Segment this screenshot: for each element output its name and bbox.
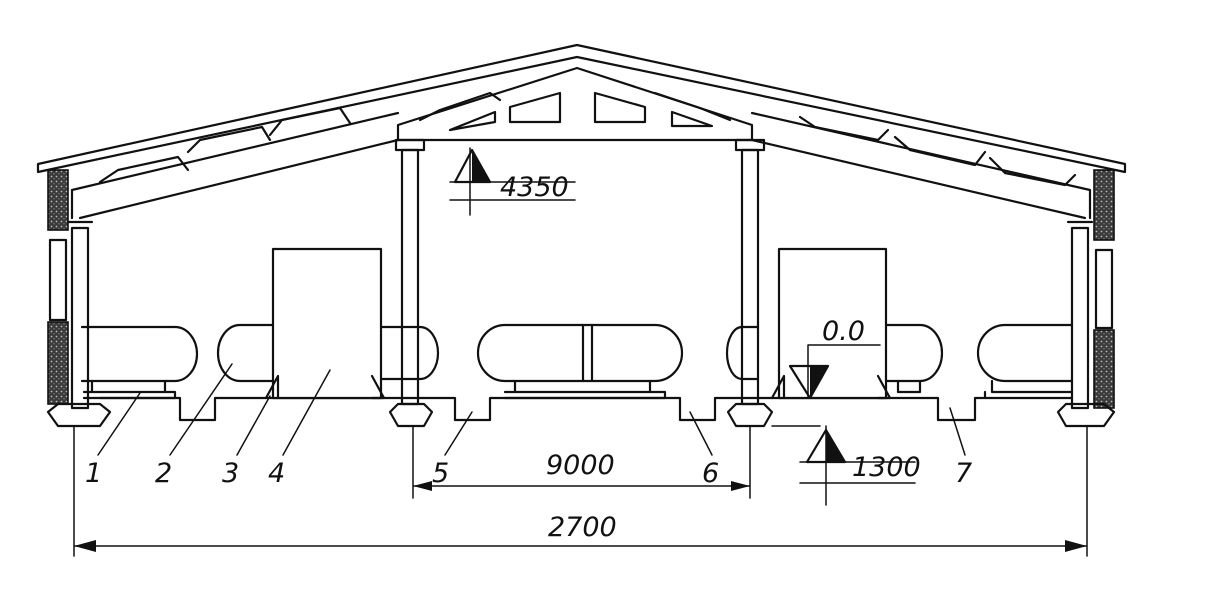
elevation-mark-1300 bbox=[771, 425, 916, 506]
elevation-mark-0 bbox=[788, 344, 881, 400]
tank-center-base bbox=[503, 379, 667, 400]
part-label-3: 3 bbox=[222, 458, 239, 489]
tank-left-end-base bbox=[82, 379, 177, 400]
total-span-label: 2700 bbox=[548, 512, 617, 543]
left-wall bbox=[47, 169, 69, 405]
roof bbox=[36, 43, 1127, 220]
tank-right-end bbox=[976, 323, 1074, 383]
left-outer-rafter bbox=[70, 111, 400, 220]
dimension-bay-span bbox=[412, 425, 751, 499]
right-wall bbox=[1093, 169, 1115, 409]
central-truss bbox=[396, 66, 754, 142]
elevation-label-1300: 1300 bbox=[852, 452, 921, 483]
equipment-blocks bbox=[264, 247, 892, 400]
elevation-mark-4350 bbox=[449, 147, 576, 216]
bay-span-label: 9000 bbox=[546, 450, 615, 481]
part-label-4: 4 bbox=[268, 458, 285, 489]
roof-slab bbox=[36, 43, 1127, 174]
floor bbox=[98, 396, 1074, 422]
part-label-2: 2 bbox=[155, 458, 172, 489]
leader-lines bbox=[97, 363, 966, 456]
part-label-7: 7 bbox=[955, 458, 972, 489]
elevation-label-0: 0.0 bbox=[822, 316, 865, 347]
right-rafter-ribs bbox=[798, 115, 1077, 187]
tank-left-end bbox=[80, 325, 199, 383]
part-label-5: 5 bbox=[432, 458, 449, 489]
tank-6 bbox=[725, 323, 944, 383]
left-rafter-ribs bbox=[98, 106, 352, 184]
part-label-1: 1 bbox=[85, 458, 102, 489]
elevation-label-4350: 4350 bbox=[500, 172, 569, 203]
columns bbox=[46, 138, 1116, 428]
part-label-6: 6 bbox=[702, 458, 719, 489]
tank-center bbox=[476, 323, 684, 383]
tank-2 bbox=[216, 323, 440, 383]
block-left bbox=[271, 247, 383, 400]
block-right bbox=[777, 247, 888, 400]
dimension-total-span bbox=[73, 425, 1088, 557]
tanks bbox=[80, 323, 1074, 400]
